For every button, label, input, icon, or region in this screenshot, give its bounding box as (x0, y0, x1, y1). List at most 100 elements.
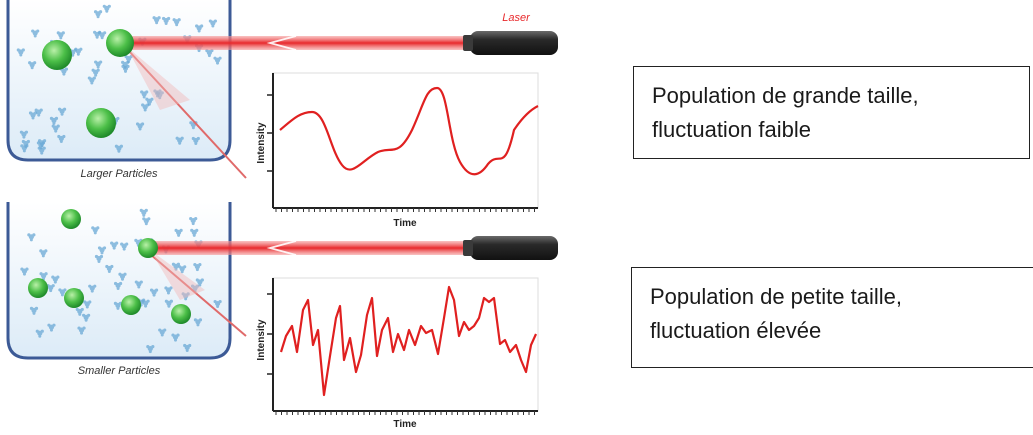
solvent-molecule (141, 299, 150, 308)
solvent-molecule (195, 24, 204, 33)
solvent-molecule (208, 19, 217, 28)
solvent-molecule (28, 61, 37, 70)
scatter-line-bottom (149, 253, 247, 337)
solvent-molecule (51, 124, 60, 133)
time-ticks (275, 208, 535, 212)
solvent-molecule (171, 333, 180, 342)
solvent-molecule (36, 141, 46, 150)
callout-line: Population de petite taille, (650, 284, 902, 309)
solvent-molecule (83, 300, 92, 309)
particle (121, 295, 141, 315)
intensity-signal-bottom (279, 285, 538, 397)
particle (28, 278, 48, 298)
solvent-molecule (153, 89, 162, 98)
solvent-molecule (16, 48, 25, 57)
laser-beam-top (118, 36, 470, 50)
particle (42, 40, 72, 70)
solvent-molecule (20, 267, 29, 276)
solvent-molecule (190, 228, 199, 237)
laser-beam-bottom (148, 241, 470, 255)
solvent-molecule (172, 18, 181, 27)
solvent-molecule (140, 90, 149, 99)
solvent-molecule (152, 16, 161, 25)
solvent-molecule (97, 246, 107, 255)
solvent-molecule (183, 343, 192, 352)
laser-device-bottom (463, 236, 558, 260)
particle (106, 29, 134, 57)
solvent-molecule (142, 217, 151, 226)
scatter-cone-bottom (150, 250, 205, 300)
particle (61, 209, 81, 229)
solvent-molecule (189, 216, 198, 226)
solvent-molecule (56, 31, 65, 40)
solvent-molecule (94, 60, 103, 69)
solvent-molecule (28, 111, 38, 120)
solvent-molecule (91, 226, 100, 235)
solvent-molecule (51, 275, 60, 284)
solvent-molecule (120, 242, 129, 251)
intensity-chart-bottom: Intensity Time (256, 277, 539, 430)
solvent-molecule (102, 4, 111, 13)
panel-larger: Laser Larger Particles Intensity Time (6, 0, 558, 229)
solvent-molecule (191, 136, 200, 145)
solvent-molecule (158, 328, 167, 337)
solvent-molecule (27, 233, 36, 242)
caption-larger: Larger Particles (80, 168, 158, 180)
solvent-molecule (29, 306, 39, 315)
solvent-molecule (149, 288, 159, 297)
scatter-line-top (127, 49, 247, 179)
solvent-molecule (110, 241, 119, 250)
solvent-molecule (113, 301, 123, 310)
solvent-molecule (181, 292, 190, 301)
solvent-molecule (171, 262, 181, 271)
solvent-molecule (139, 208, 148, 217)
callout-line: fluctuation faible (652, 117, 811, 142)
solvent-molecule (118, 272, 127, 281)
solvent-molecule (162, 16, 171, 25)
x-axis-label: Time (393, 218, 417, 229)
solvent-molecule (145, 97, 154, 106)
solvent-molecule (193, 318, 203, 327)
solvent-molecule (82, 313, 91, 322)
solvent-molecule (57, 134, 66, 144)
solvent-molecule (87, 76, 96, 85)
laser-device-top (463, 31, 558, 55)
solvent-molecule (114, 144, 124, 153)
beam-arrow-top (266, 35, 297, 51)
solvent-molecule (91, 68, 100, 77)
solvent-molecule (35, 329, 44, 338)
solvent-molecule (213, 56, 222, 65)
solvent-molecule (164, 299, 173, 308)
laser-label: Laser (502, 12, 531, 24)
caption-smaller: Smaller Particles (78, 365, 161, 377)
intensity-signal-top (279, 86, 539, 176)
particle (171, 304, 191, 324)
y-axis-label: Intensity (256, 122, 267, 164)
solvent-molecule (94, 254, 104, 263)
solvent-molecule (164, 286, 173, 295)
solvent-molecule (34, 108, 43, 117)
solvent-molecule (134, 280, 143, 289)
intensity-chart-top: Intensity Time (256, 72, 539, 229)
solvent-molecule (113, 281, 123, 290)
particle (64, 288, 84, 308)
solvent-molecule (189, 121, 198, 130)
callout-line: Population de grande taille, (652, 83, 919, 108)
solvent-molecule (19, 130, 29, 139)
particle (86, 108, 116, 138)
particle (138, 238, 158, 258)
callout-small-particles: Population de petite taille, fluctuation… (631, 267, 1033, 368)
solvent-molecule (20, 144, 29, 153)
beam-arrow-bottom (266, 240, 297, 256)
time-ticks (275, 411, 535, 415)
cuvette-top (6, 0, 232, 162)
solvent-molecule (47, 323, 56, 332)
solvent-molecule (193, 263, 202, 272)
solvent-molecule (141, 103, 150, 112)
solvent-molecule (213, 299, 222, 309)
callout-large-particles: Population de grande taille, fluctuation… (633, 66, 1030, 159)
scatter-cone-top (126, 46, 190, 110)
solvent-molecule (75, 307, 84, 316)
solvent-molecule (135, 122, 145, 131)
solvent-molecule (88, 284, 97, 293)
